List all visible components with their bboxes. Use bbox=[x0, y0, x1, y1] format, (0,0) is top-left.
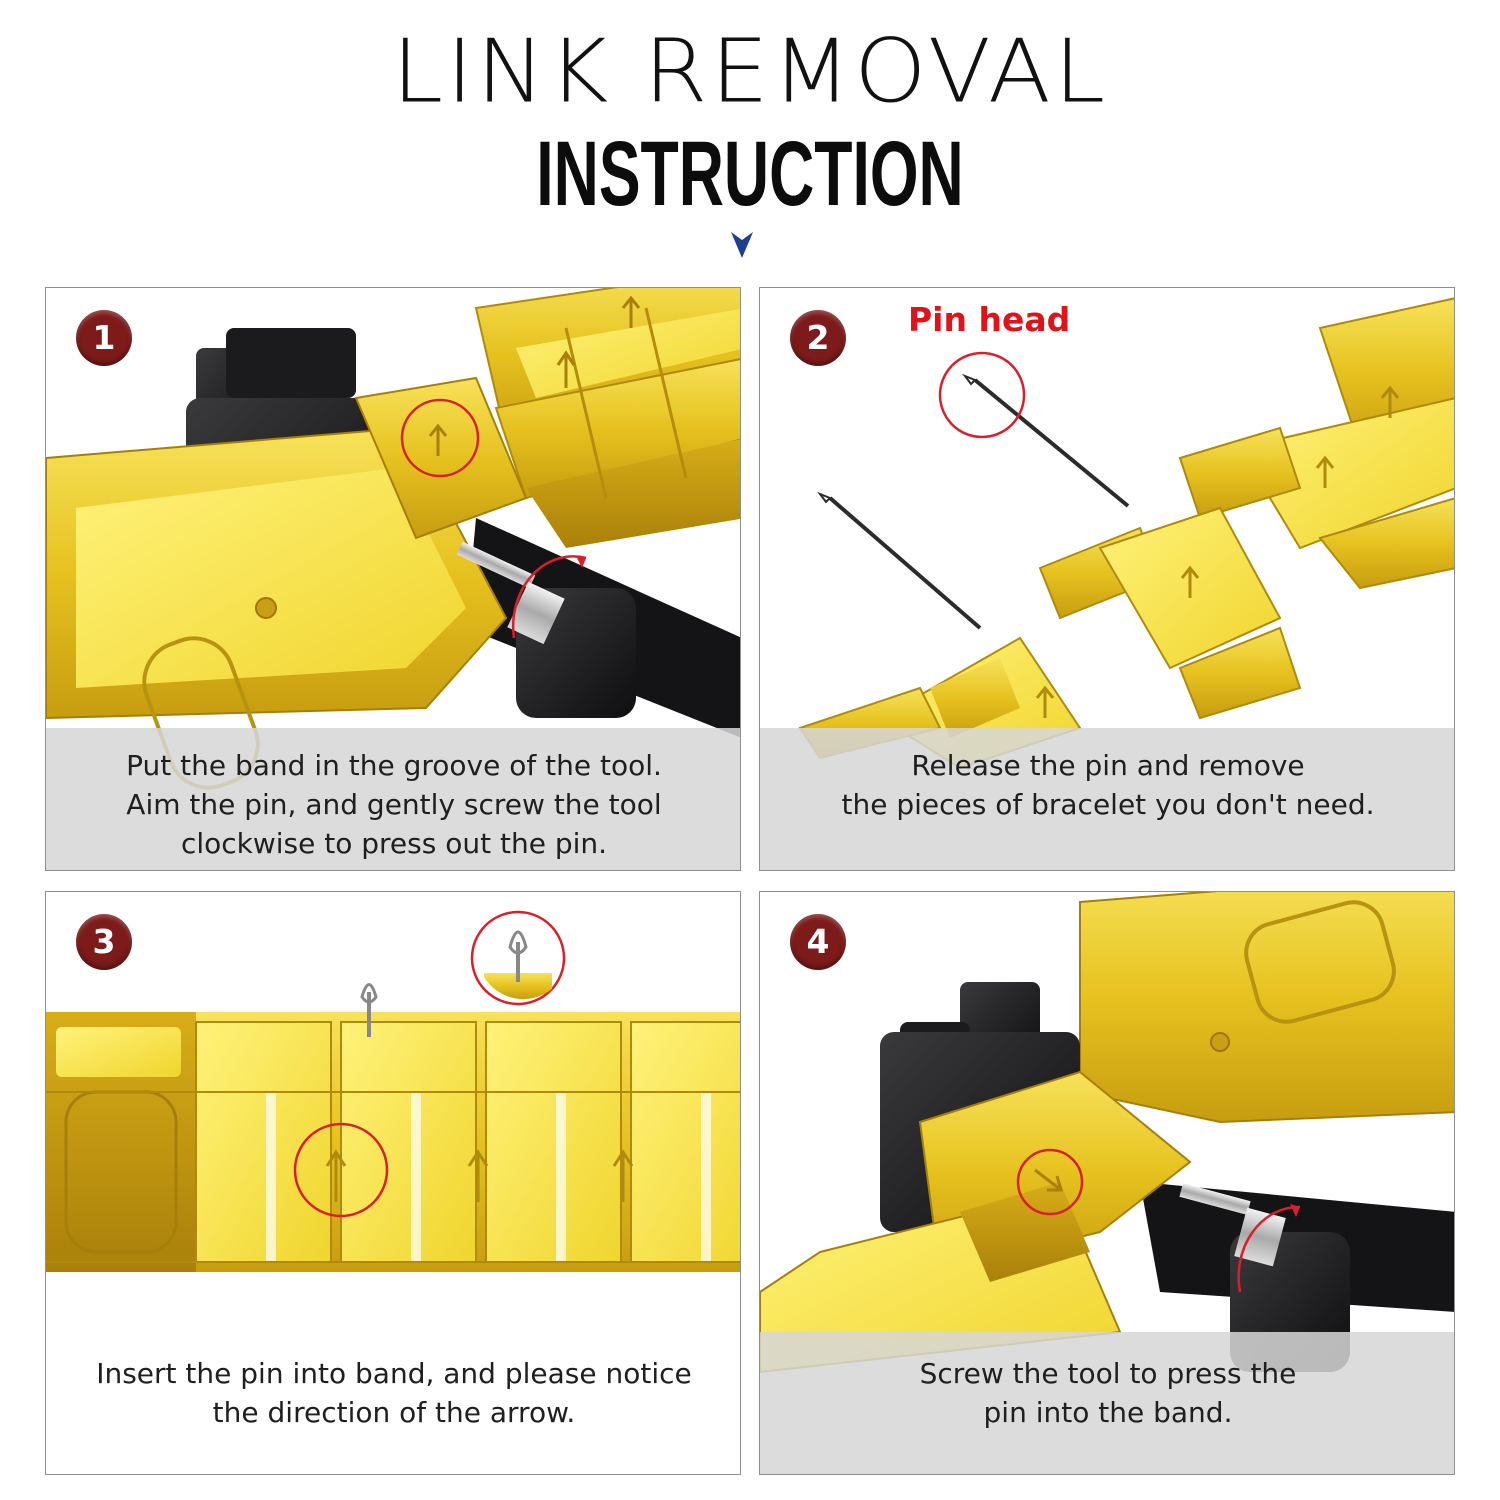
step-3-panel: 3 Insert the pin into band, and please n… bbox=[45, 891, 741, 1475]
step-1-badge: 1 bbox=[76, 310, 132, 366]
pin-head-highlight-circle bbox=[938, 351, 1026, 439]
band-clasp bbox=[46, 376, 528, 790]
step-2-panel: 2 Pin head Release the pin and remove th… bbox=[759, 287, 1455, 871]
caption-band bbox=[760, 728, 1454, 870]
step-1-illustration bbox=[46, 288, 740, 790]
step-1-caption: Put the band in the groove of the tool. … bbox=[126, 749, 662, 860]
caption-band bbox=[46, 728, 740, 870]
page-title-line-2: INSTRUCTION bbox=[536, 123, 964, 225]
bracelet-links bbox=[474, 288, 740, 548]
removed-link bbox=[1038, 506, 1302, 720]
step-4-caption: Screw the tool to press the pin into the… bbox=[919, 1357, 1297, 1429]
tool-screw bbox=[1179, 1183, 1286, 1267]
step-4-panel: 4 Screw the tool to press the pin into t… bbox=[759, 891, 1455, 1475]
step-1-panel: 1 Put the band in the groove of the tool… bbox=[45, 287, 741, 871]
caption-band bbox=[760, 1332, 1454, 1474]
step-4-badge: 4 bbox=[790, 914, 846, 970]
arrow-icon bbox=[1034, 1168, 1063, 1192]
pin-head-label: Pin head bbox=[908, 300, 1071, 339]
up-arrow-icon bbox=[1035, 385, 1400, 718]
bracelet-straight bbox=[46, 1012, 740, 1272]
tool-screw bbox=[456, 541, 565, 645]
insert-pin bbox=[360, 983, 378, 1037]
down-triangle-icon bbox=[731, 232, 753, 258]
step-3-caption: Insert the pin into band, and please not… bbox=[96, 1357, 692, 1429]
arrow-highlight-circle bbox=[293, 1122, 389, 1218]
bracelet-links bbox=[760, 1070, 1192, 1374]
up-arrow-icon bbox=[325, 1149, 634, 1202]
step-2-badge: 2 bbox=[790, 310, 846, 366]
removed-pin bbox=[817, 373, 1130, 630]
rotation-arrow-icon bbox=[1237, 1205, 1301, 1293]
rotation-arrow-icon bbox=[511, 555, 587, 639]
up-arrow-icon bbox=[556, 295, 641, 388]
bracelet-links-upper bbox=[1178, 297, 1454, 590]
step-3-badge: 3 bbox=[76, 914, 132, 970]
step-3-illustration bbox=[46, 910, 740, 1272]
page-title-line-1: LINK REMOVAL bbox=[391, 20, 1109, 123]
highlight-circle bbox=[400, 398, 480, 478]
pin-zoom-inset bbox=[470, 910, 566, 1006]
step-2-caption: Release the pin and remove the pieces of… bbox=[841, 749, 1375, 821]
highlight-circle bbox=[1016, 1148, 1084, 1216]
up-arrow-icon bbox=[428, 423, 448, 456]
band-clasp bbox=[1079, 892, 1454, 1124]
